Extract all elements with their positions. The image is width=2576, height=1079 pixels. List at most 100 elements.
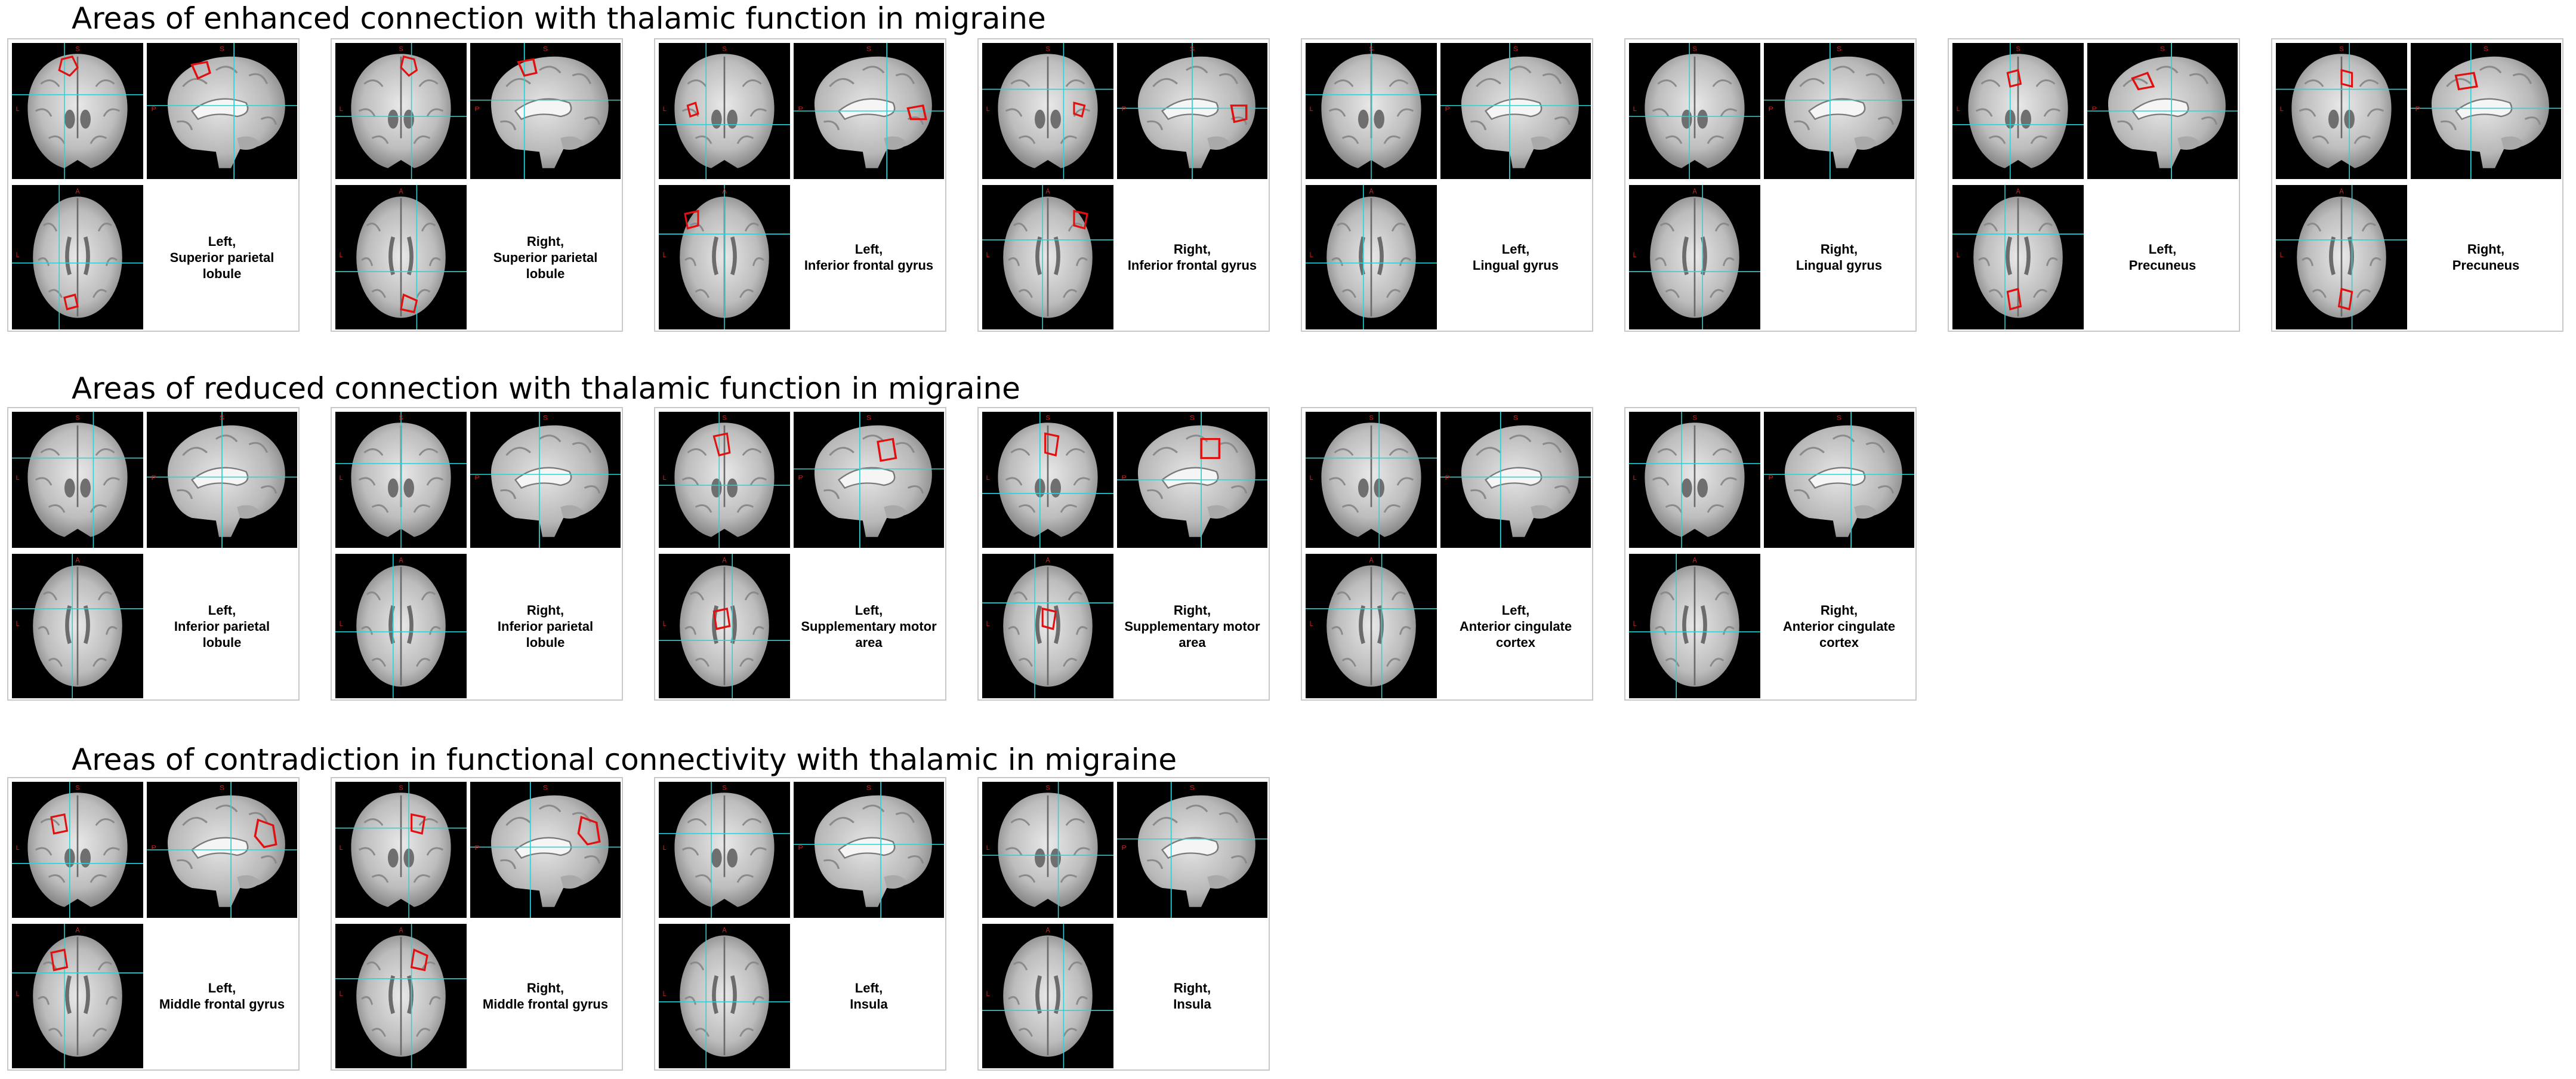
- svg-text:L: L: [986, 991, 991, 998]
- svg-text:L: L: [1310, 474, 1313, 482]
- svg-text:A: A: [1045, 557, 1050, 565]
- region-name: lobule: [526, 266, 565, 281]
- region-side: Right,: [1820, 602, 1858, 618]
- svg-text:L: L: [986, 844, 990, 852]
- svg-text:S: S: [543, 784, 548, 791]
- axial-view: A L: [12, 924, 143, 1068]
- coronal-view: S L: [982, 782, 1113, 918]
- region-panel: S L S P A L Left,Lingual g: [1301, 38, 1593, 332]
- svg-text:A: A: [1369, 188, 1374, 196]
- coronal-view: S L: [1629, 43, 1760, 179]
- svg-text:A: A: [1692, 557, 1697, 565]
- region-label: Left,Lingual gyrus: [1440, 185, 1591, 329]
- region-label: Left, Middle frontal gyrus: [147, 924, 297, 1068]
- region-panel: S L S P A L Right,Superior: [331, 38, 623, 332]
- axial-view: A L: [12, 185, 143, 329]
- region-name: Anterior cingulate: [1782, 618, 1896, 634]
- svg-text:L: L: [16, 106, 20, 113]
- sagittal-view: S P: [1117, 412, 1267, 548]
- coronal-view: S L: [12, 782, 143, 918]
- svg-text:L: L: [663, 844, 667, 852]
- axial-view: A L: [1952, 185, 2084, 329]
- svg-text:S: S: [75, 785, 79, 792]
- region-panel: S L S P A L Right,Lingual: [1624, 38, 1917, 332]
- coronal-view: S L: [659, 412, 790, 548]
- sagittal-view: S P: [470, 782, 621, 918]
- svg-text:S: S: [399, 46, 403, 53]
- region-panel: S L S P A L Right,Insula: [977, 777, 1270, 1071]
- axial-view: A L: [659, 185, 790, 329]
- axial-view: A L: [1306, 185, 1437, 329]
- sagittal-view: S P: [1440, 412, 1591, 548]
- svg-text:A: A: [2339, 188, 2344, 196]
- svg-text:L: L: [663, 252, 667, 260]
- coronal-view: S L: [12, 412, 143, 548]
- axial-view: A L: [659, 924, 790, 1068]
- region-panel: S L S P A L Right,Suppleme: [977, 407, 1270, 701]
- svg-text:S: S: [1837, 45, 1841, 53]
- svg-text:A: A: [1369, 557, 1374, 565]
- svg-text:S: S: [2160, 45, 2165, 53]
- svg-text:L: L: [1633, 106, 1637, 113]
- svg-text:A: A: [399, 557, 403, 565]
- svg-text:L: L: [340, 106, 343, 113]
- region-side: Left,: [208, 981, 236, 995]
- sagittal-view: S P: [147, 43, 297, 179]
- svg-text:S: S: [1045, 785, 1050, 792]
- region-name: lobule: [202, 634, 242, 650]
- region-panel: S L S P A L Left,Precuneus: [1948, 38, 2240, 332]
- region-label: Right,Precuneus: [2411, 185, 2561, 329]
- svg-text:S: S: [543, 414, 548, 421]
- svg-text:A: A: [722, 557, 727, 565]
- axial-view: A L: [659, 554, 790, 698]
- region-name: lobule: [526, 634, 565, 650]
- coronal-view: S L: [1306, 43, 1437, 179]
- svg-text:L: L: [663, 106, 667, 113]
- svg-text:L: L: [663, 474, 667, 482]
- svg-text:P: P: [152, 105, 156, 113]
- axial-view: A L: [335, 185, 467, 329]
- region-side: Right,: [526, 981, 564, 995]
- sagittal-view: S P: [1117, 782, 1267, 918]
- svg-text:S: S: [399, 415, 403, 422]
- region-name: cortex: [1495, 634, 1536, 650]
- svg-text:P: P: [152, 844, 156, 852]
- region-name: Middle frontal gyrus: [159, 997, 285, 1012]
- svg-text:S: S: [866, 784, 871, 791]
- region-panel: S L S P A L Left,Inferior: [7, 407, 300, 701]
- svg-text:S: S: [1045, 46, 1050, 53]
- region-side: Right,: [1173, 981, 1211, 995]
- region-name: Precuneus: [2128, 258, 2196, 273]
- axial-view: A L: [12, 554, 143, 698]
- svg-text:S: S: [722, 785, 726, 792]
- section-title: Areas of contradiction in functional con…: [72, 742, 1177, 777]
- axial-view: A L: [335, 924, 467, 1068]
- svg-text:P: P: [1122, 844, 1127, 852]
- axial-view: A L: [1629, 554, 1760, 698]
- svg-text:P: P: [152, 474, 156, 482]
- region-panel: S L S P A L Left,Superior: [7, 38, 300, 332]
- sagittal-view: S P: [147, 782, 297, 918]
- svg-text:S: S: [1190, 414, 1195, 421]
- svg-text:A: A: [722, 188, 727, 196]
- svg-text:P: P: [1122, 474, 1127, 482]
- svg-text:L: L: [1633, 621, 1637, 628]
- region-name: Supplementary motor: [801, 618, 937, 634]
- svg-text:L: L: [340, 844, 343, 852]
- svg-text:S: S: [220, 45, 224, 53]
- svg-text:P: P: [1769, 105, 1773, 113]
- coronal-view: S L: [335, 782, 467, 918]
- region-side: Right,: [1820, 242, 1858, 257]
- svg-text:L: L: [986, 252, 991, 260]
- svg-text:L: L: [16, 252, 20, 260]
- region-side: Left,: [2148, 242, 2177, 257]
- svg-text:L: L: [2280, 252, 2284, 260]
- region-panel: S L S P A L Left,Inferior: [654, 38, 946, 332]
- coronal-view: S L: [12, 43, 143, 179]
- svg-text:S: S: [866, 45, 871, 53]
